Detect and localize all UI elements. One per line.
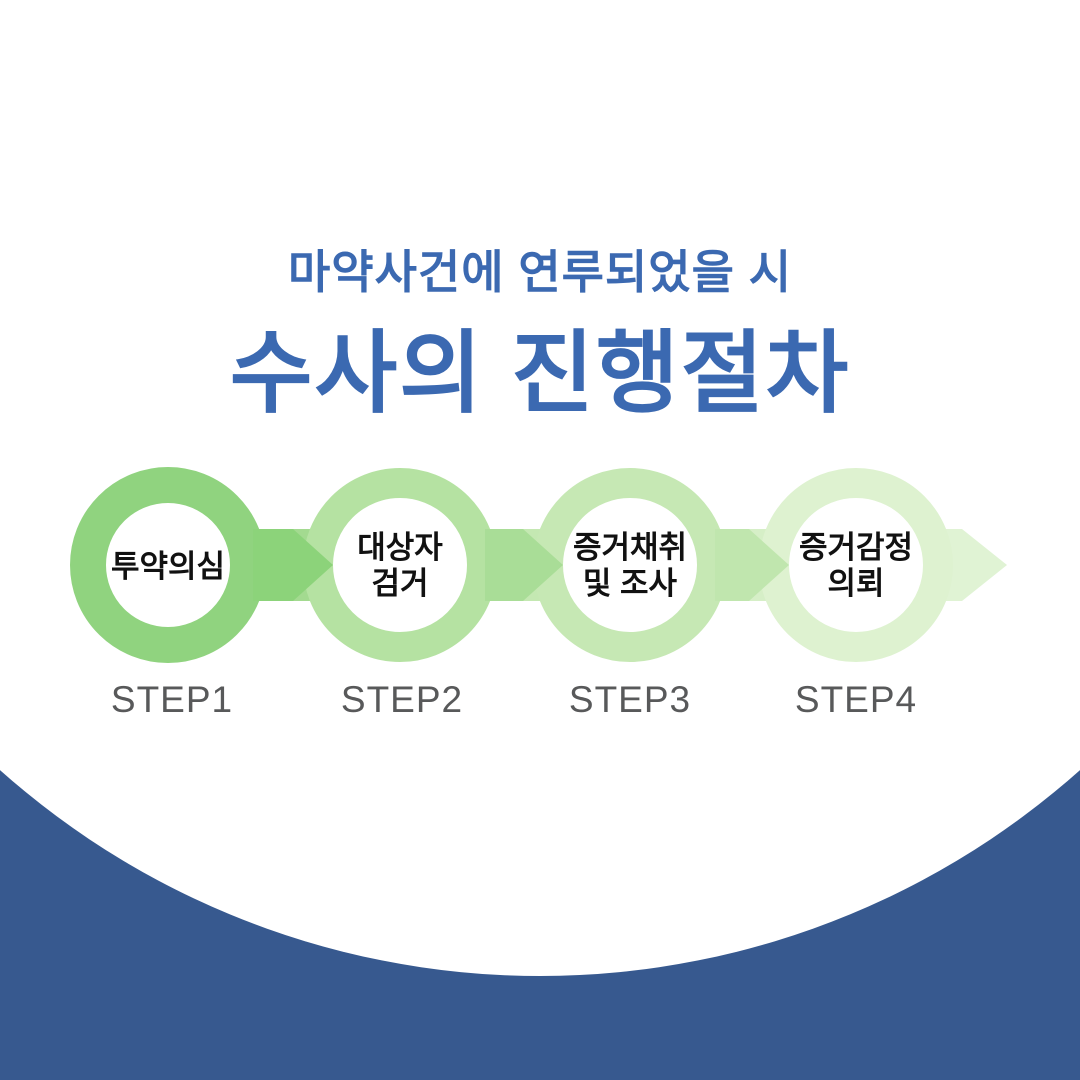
step2-caption: STEP2 xyxy=(341,679,463,720)
step-circle-3 xyxy=(533,468,727,662)
connector-chevron-2-icon xyxy=(485,529,563,601)
connector-chevron-1-icon xyxy=(253,529,333,601)
step4-caption: STEP4 xyxy=(795,679,917,720)
step2-label-line1: 대상자 xyxy=(357,530,443,565)
step3-label-line2: 및 조사 xyxy=(583,566,678,601)
step2-label-line2: 검거 xyxy=(371,566,428,601)
step4-label-line2: 의뢰 xyxy=(827,566,884,601)
connector-chevron-3-icon xyxy=(715,529,789,601)
step4-label-line1: 증거감정 xyxy=(799,530,913,565)
step-circle-1 xyxy=(70,467,266,663)
step-circle-4 xyxy=(759,468,953,662)
step1-caption: STEP1 xyxy=(111,679,233,720)
step3-label-line1: 증거채취 xyxy=(573,530,687,565)
process-flow-diagram: 투약의심 대상자 검거 증거채취 및 조사 증거감정 의뢰 STEP1 STEP… xyxy=(70,467,1007,720)
step-circle-2 xyxy=(303,468,497,662)
step1-label: 투약의심 xyxy=(111,549,225,584)
step3-caption: STEP3 xyxy=(569,679,691,720)
page-title: 수사의 진행절차 xyxy=(229,324,851,424)
header-subtitle: 마약사건에 연루되었을 시 xyxy=(287,246,793,298)
